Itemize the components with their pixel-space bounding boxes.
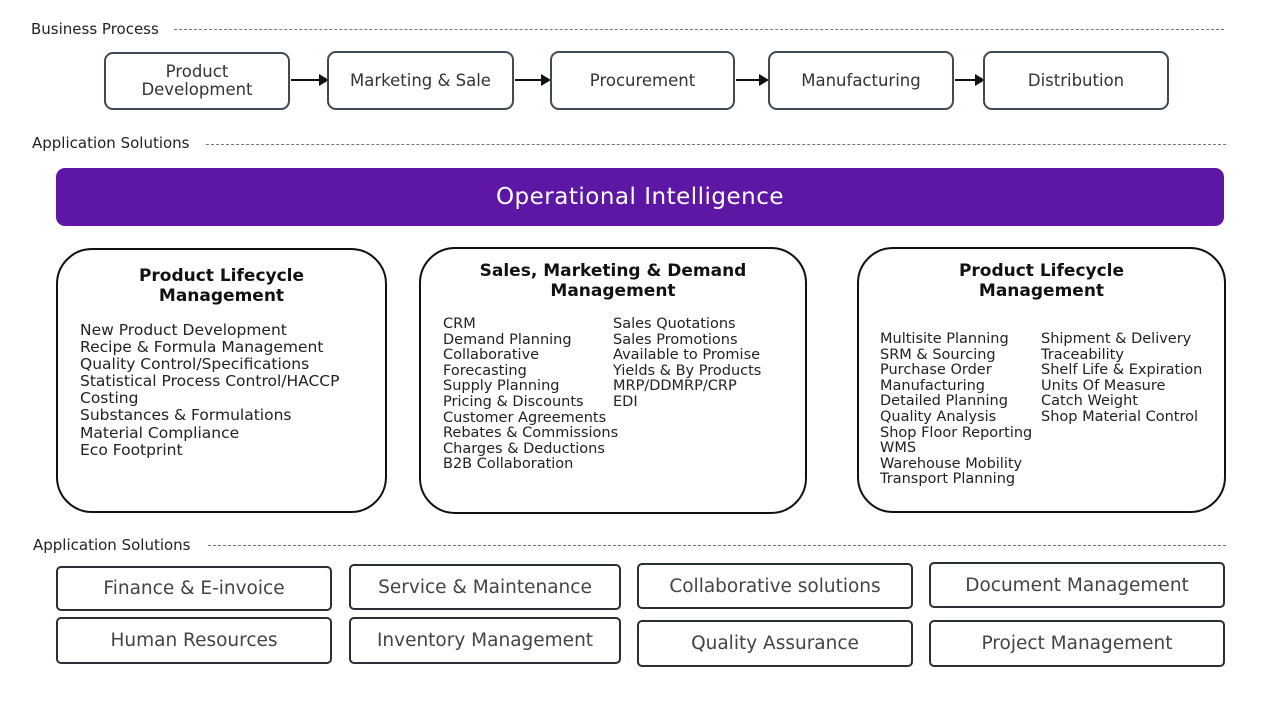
list-item: MRP/DDMRP/CRP	[613, 378, 737, 395]
list-item: Available to Promise	[613, 347, 761, 364]
list-item: Units Of Measure	[1041, 377, 1166, 394]
list-item: New Product Development	[80, 321, 287, 339]
list-item: Collaborative	[443, 347, 540, 364]
module-item-list: CRM Demand Planning Collaborative Foreca…	[443, 316, 619, 473]
list-item: Statistical Process Control/HACCP	[80, 372, 340, 391]
list-item: Substances & Formulations	[80, 406, 292, 425]
solution-finance-e-invoice: Finance & E-invoice	[56, 566, 332, 611]
list-item: SRM & Sourcing	[880, 346, 996, 363]
process-step-product-development: Product Development	[104, 52, 290, 110]
section-divider	[208, 545, 1226, 546]
list-item: Warehouse Mobility	[880, 455, 1023, 472]
list-item: Traceability	[1041, 346, 1124, 363]
module-title: Product Lifecycle Management	[958, 261, 1125, 301]
list-item: Quality Analysis	[880, 408, 997, 425]
solution-project-management: Project Management	[929, 620, 1225, 667]
module-sales-marketing-demand-management: Sales, Marketing & Demand Management CRM…	[419, 247, 807, 514]
list-item: Catch Weight	[1041, 393, 1138, 410]
solution-service-maintenance: Service & Maintenance	[349, 564, 621, 610]
process-step-procurement: Procurement	[550, 51, 735, 110]
list-item: Charges & Deductions	[443, 440, 605, 457]
list-item: B2B Collaboration	[443, 456, 574, 473]
list-item: Sales Quotations	[613, 316, 736, 332]
list-item: Rebates & Commissions	[443, 425, 619, 442]
operational-intelligence-banner: Operational Intelligence	[56, 168, 1224, 226]
list-item: Quality Control/Specifications	[80, 355, 310, 374]
application-solutions-label: Application Solutions	[33, 536, 191, 554]
list-item: Manufacturing	[880, 377, 985, 394]
list-item: Detailed Planning	[880, 393, 1008, 410]
module-item-list: Sales Quotations Sales Promotions Availa…	[613, 316, 762, 411]
process-step-marketing-sale: Marketing & Sale	[327, 51, 514, 110]
list-item: Multisite Planning	[880, 331, 1009, 347]
module-product-lifecycle-management-execution: Product Lifecycle Management Multisite P…	[857, 247, 1226, 513]
list-item: EDI	[613, 393, 638, 410]
list-item: Supply Planning	[443, 378, 560, 395]
solution-inventory-management: Inventory Management	[349, 617, 621, 664]
list-item: Shop Material Control	[1041, 408, 1199, 425]
list-item: CRM	[443, 316, 476, 332]
application-solutions-label: Application Solutions	[32, 134, 190, 152]
module-item-list: Multisite Planning SRM & Sourcing Purcha…	[880, 331, 1033, 488]
flow-arrow	[736, 74, 769, 86]
list-item: Shop Floor Reporting	[880, 424, 1033, 441]
module-item-list: New Product Development Recipe & Formula…	[80, 321, 340, 459]
list-item: Sales Promotions	[613, 331, 738, 348]
solution-document-management: Document Management	[929, 562, 1225, 608]
list-item: Shelf Life & Expiration	[1041, 362, 1203, 379]
flow-arrow	[955, 74, 985, 86]
list-item: WMS	[880, 440, 917, 457]
business-process-label: Business Process	[31, 20, 159, 38]
process-step-distribution: Distribution	[983, 51, 1169, 110]
process-step-manufacturing: Manufacturing	[768, 51, 954, 110]
module-title: Sales, Marketing & Demand Management	[479, 261, 747, 301]
flow-arrow	[291, 74, 329, 86]
solution-quality-assurance: Quality Assurance	[637, 620, 913, 667]
list-item: Pricing & Discounts	[443, 393, 584, 410]
list-item: Purchase Order	[880, 362, 992, 379]
list-item: Yields & By Products	[613, 362, 762, 379]
module-product-lifecycle-management: Product Lifecycle Management New Product…	[56, 248, 387, 513]
list-item: Material Compliance	[80, 423, 240, 442]
section-divider	[174, 29, 1224, 30]
list-item: Forecasting	[443, 362, 527, 379]
solution-collaborative-solutions: Collaborative solutions	[637, 563, 913, 609]
flow-arrow	[515, 74, 551, 86]
module-title: Product Lifecycle Management	[138, 266, 305, 306]
module-item-list: Shipment & Delivery Traceability Shelf L…	[1041, 331, 1203, 426]
list-item: Costing	[80, 389, 139, 408]
list-item: Demand Planning	[443, 331, 572, 348]
list-item: Recipe & Formula Management	[80, 338, 324, 357]
list-item: Customer Agreements	[443, 409, 607, 426]
list-item: Eco Footprint	[80, 440, 183, 459]
list-item: Shipment & Delivery	[1041, 331, 1192, 347]
list-item: Transport Planning	[880, 471, 1016, 488]
solution-human-resources: Human Resources	[56, 617, 332, 664]
section-divider	[206, 144, 1226, 145]
